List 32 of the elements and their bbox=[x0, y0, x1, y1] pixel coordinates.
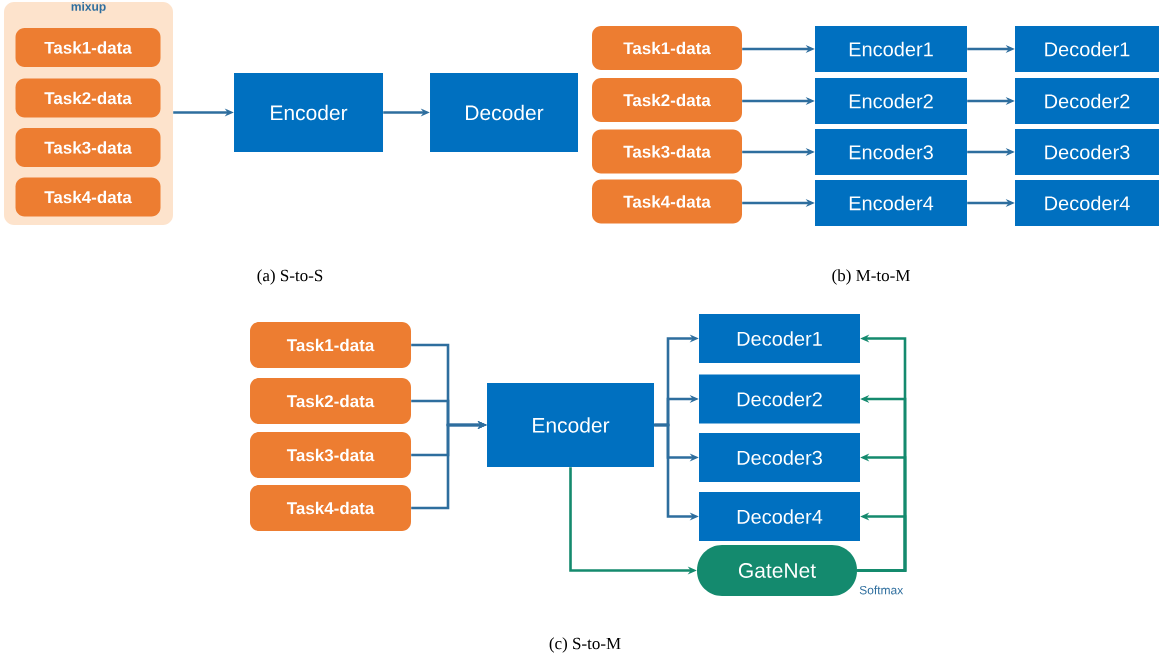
data-box: Task4-data bbox=[15, 177, 161, 217]
data-box: Task2-data bbox=[15, 78, 161, 118]
data-box: Task3-data bbox=[250, 432, 411, 478]
data-box: Task4-data bbox=[250, 485, 411, 531]
caption: (c) S-to-M bbox=[549, 637, 621, 653]
process-box: Encoder bbox=[487, 383, 654, 467]
process-box: Decoder3 bbox=[699, 433, 860, 482]
data-box: Task3-data bbox=[592, 129, 742, 174]
caption: (b) M-to-M bbox=[832, 269, 910, 285]
process-box: Decoder4 bbox=[1015, 180, 1159, 226]
process-box: Decoder1 bbox=[1015, 26, 1159, 72]
process-box: Decoder bbox=[430, 73, 578, 152]
beside-label: Softmax bbox=[859, 585, 904, 595]
process-box: Encoder3 bbox=[815, 129, 967, 175]
data-box: Task4-data bbox=[592, 179, 742, 224]
process-box: Decoder2 bbox=[1015, 78, 1159, 124]
process-box: Encoder2 bbox=[815, 78, 967, 124]
process-box: Decoder2 bbox=[699, 374, 860, 424]
data-box: Task2-data bbox=[250, 378, 411, 424]
gate-box: GateNet bbox=[697, 545, 857, 596]
process-box: Encoder4 bbox=[815, 180, 967, 226]
process-box: Decoder3 bbox=[1015, 129, 1159, 175]
process-box: Decoder4 bbox=[699, 492, 860, 541]
process-box: Encoder1 bbox=[815, 26, 967, 72]
process-box: Encoder bbox=[234, 73, 383, 152]
data-box: Task1-data bbox=[15, 28, 161, 67]
data-box: Task1-data bbox=[592, 26, 742, 70]
caption: (a) S-to-S bbox=[257, 269, 323, 285]
data-box: Task1-data bbox=[250, 322, 411, 368]
data-box: Task3-data bbox=[15, 128, 161, 167]
process-box: Decoder1 bbox=[699, 314, 860, 363]
data-box: Task2-data bbox=[592, 78, 742, 122]
